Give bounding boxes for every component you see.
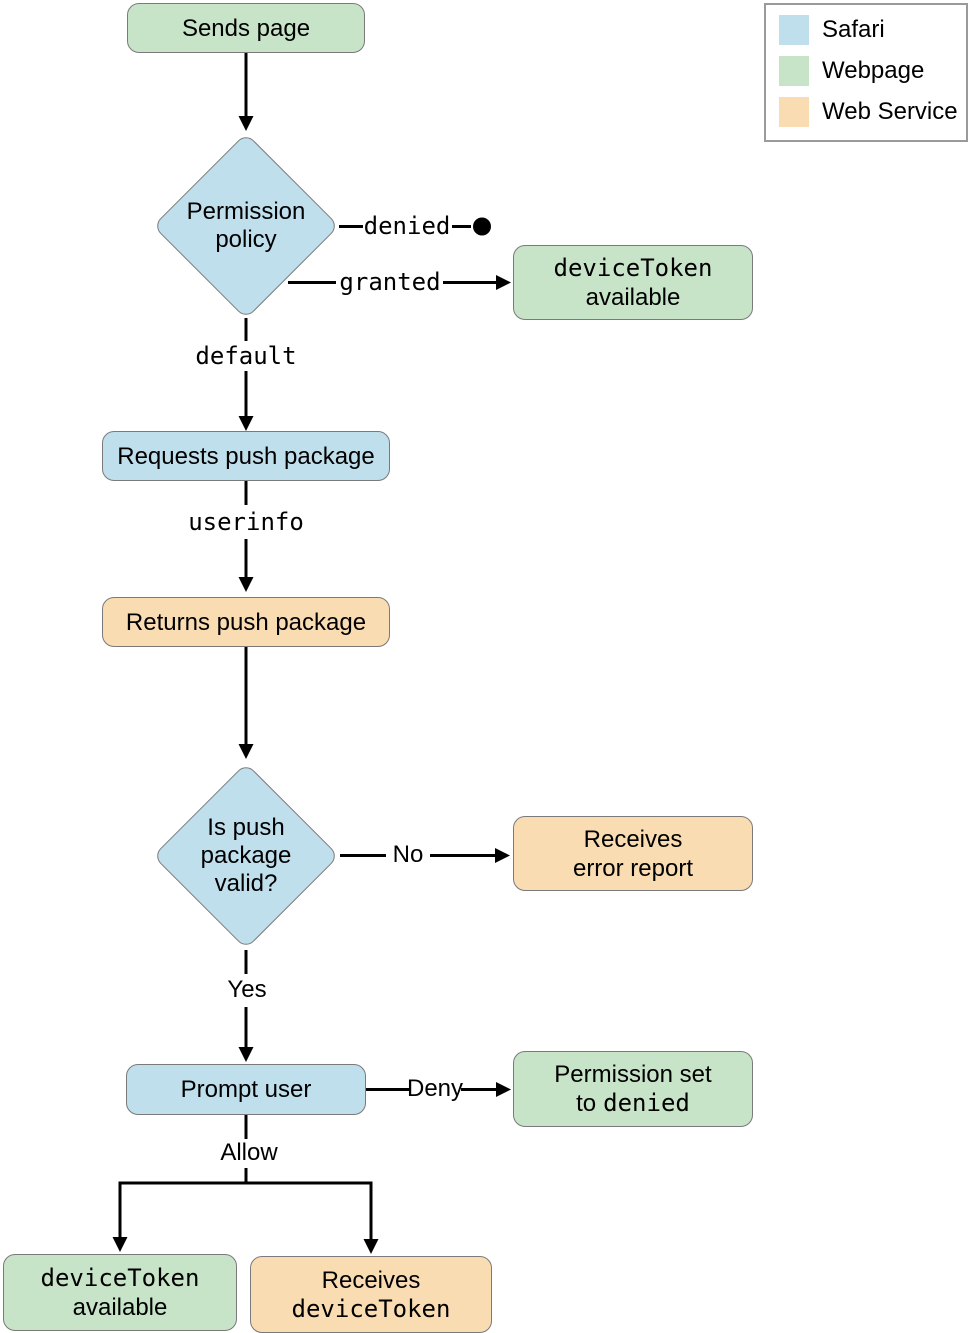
legend-label: Web Service <box>822 98 958 125</box>
node-label-code: deviceToken <box>40 1263 200 1292</box>
safari-color-swatch <box>779 15 809 45</box>
node-label: Prompt user <box>180 1076 312 1103</box>
edge-valid-check-no <box>340 848 510 863</box>
edge-prompt-user-deny <box>366 1082 511 1097</box>
edge-permission-policy-granted <box>288 275 511 290</box>
node-label-code: deviceToken <box>291 1294 451 1323</box>
node-label: Returns push package <box>125 608 367 636</box>
legend-item-webpage: Webpage <box>779 56 966 86</box>
edge-label-yes: Yes <box>227 976 267 1003</box>
web-service-color-swatch <box>779 97 809 127</box>
legend-item-safari: Safari <box>779 15 966 45</box>
node-is-push-package-valid-label: Is push package valid? <box>200 814 292 897</box>
edge-label-no: No <box>392 841 424 868</box>
node-sends-page: Sends page <box>127 3 365 53</box>
node-permission-policy-label: Permission policy <box>186 198 306 253</box>
legend-label: Webpage <box>822 57 925 84</box>
node-label: available <box>585 283 681 311</box>
terminal-dot <box>473 217 491 236</box>
node-label: error report <box>572 854 694 882</box>
edge-label-granted: granted <box>339 268 441 296</box>
node-label: Receives <box>583 825 683 853</box>
edge-label-denied: denied <box>363 212 451 240</box>
node-label: Sends page <box>181 14 311 42</box>
node-prompt-user: Prompt user <box>126 1064 366 1115</box>
edge-returns-to-valid-check <box>238 647 254 759</box>
edge-valid-check-yes <box>238 950 254 1062</box>
edge-permission-policy-denied <box>339 217 491 236</box>
node-label: Receives <box>321 1266 421 1294</box>
edge-requests-userinfo-returns <box>238 481 254 592</box>
edge-permission-policy-default <box>238 318 254 431</box>
legend-item-web-service: Web Service <box>779 97 966 127</box>
edge-prompt-user-allow-split <box>112 1115 379 1254</box>
edge-label-deny: Deny <box>406 1075 464 1102</box>
node-label: Requests push package <box>117 442 375 470</box>
edge-sends-page-to-permission-policy <box>238 53 254 131</box>
node-receives-device-token: Receives deviceToken <box>250 1256 492 1333</box>
legend: Safari Webpage Web Service <box>764 3 968 142</box>
webpage-color-swatch <box>779 56 809 86</box>
edge-label-userinfo: userinfo <box>188 508 304 536</box>
node-label-code: deviceToken <box>553 253 713 282</box>
node-device-token-available-bottom: deviceToken available <box>3 1254 237 1331</box>
legend-label: Safari <box>822 16 885 43</box>
node-device-token-available-top: deviceToken available <box>513 245 753 320</box>
edge-label-default: default <box>195 342 297 370</box>
node-returns-push-package: Returns push package <box>102 597 390 647</box>
edge-label-allow: Allow <box>220 1139 278 1166</box>
node-receives-error-report: Receives error report <box>513 816 753 891</box>
node-label: Permission set <box>554 1061 712 1088</box>
node-label: available <box>72 1293 168 1321</box>
node-requests-push-package: Requests push package <box>102 431 390 481</box>
